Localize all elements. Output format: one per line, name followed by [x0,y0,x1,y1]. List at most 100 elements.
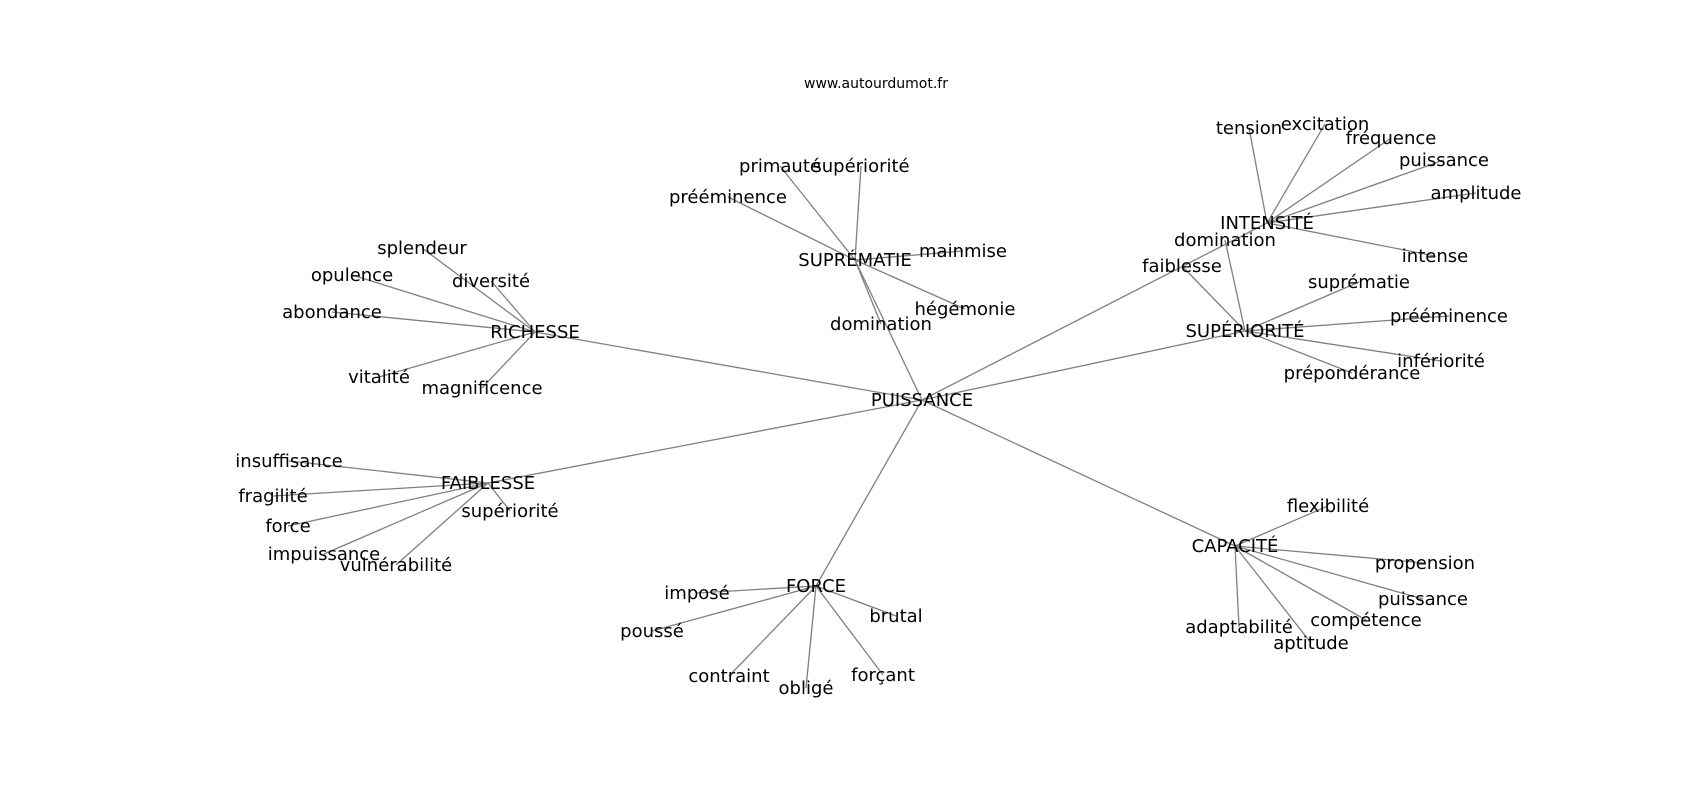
edge-3-4 [1244,330,1442,362]
edge-1-4 [854,259,966,310]
edge-6-2 [1234,545,1424,600]
node-word-3-2: suprématie [1308,272,1410,293]
node-word-5-4: forçant [851,665,915,686]
node-cluster-4: FAIBLESSE [441,473,535,494]
edge-2-5 [1266,222,1436,257]
edge-2-1 [1266,123,1326,224]
edge-4-1 [272,482,489,497]
edge-2-0 [1248,127,1268,224]
edge-center-1 [854,259,923,401]
edge-6-5 [1234,545,1240,628]
edge-1-0 [779,165,856,261]
edge-6-4 [1234,545,1312,644]
node-word-3-4: infériorité [1397,351,1485,372]
node-word-4-2: force [265,516,310,537]
node-word-1-0: primauté [739,156,821,177]
node-word-4-4: vulnérabilité [340,555,453,576]
node-word-1-2: prééminence [669,187,787,208]
edge-0-1 [351,274,536,333]
edge-2-2 [1266,137,1392,224]
edge-center-3 [921,330,1246,401]
edge-4-2 [287,482,489,527]
edge-6-1 [1234,545,1426,564]
node-word-4-3: impuissance [268,544,381,565]
graph-labels: www.autourdumot.fr PUISSANCE RICHESSE sple… [235,76,1521,699]
node-word-4-1: fragilité [238,486,307,507]
edge-center-2 [921,222,1268,401]
node-word-3-3: prééminence [1390,306,1508,327]
node-word-0-3: abondance [282,302,382,323]
edge-1-5 [854,259,882,325]
node-word-4-5: supériorité [461,501,558,522]
edge-5-3 [805,585,817,689]
node-word-6-1: propension [1375,553,1475,574]
edge-3-1 [1181,265,1246,332]
edge-4-0 [288,460,489,484]
node-word-0-2: diversité [452,271,530,292]
edge-0-3 [331,311,536,333]
node-word-5-5: brutal [869,606,922,627]
edge-center-4 [487,399,923,484]
edge-1-3 [854,250,964,261]
node-word-5-2: contraint [688,666,769,687]
node-word-6-4: aptitude [1273,633,1348,654]
node-cluster-1: SUPRÉMATIE [798,249,911,271]
node-word-4-0: insuffisance [235,451,342,472]
graph-edges [272,123,1477,689]
edge-1-2 [727,196,856,261]
node-word-6-3: compétence [1310,610,1421,631]
node-word-2-0: tension [1216,118,1282,139]
node-word-2-1: excitation [1281,114,1370,135]
node-word-0-4: vitalité [348,367,410,388]
node-word-1-5: domination [830,314,932,335]
node-word-5-1: poussé [620,621,684,642]
node-word-1-3: mainmise [919,241,1007,262]
node-cluster-6: CAPACITÉ [1192,535,1279,557]
edge-3-5 [1244,330,1353,374]
node-word-6-5: adaptabilité [1185,617,1293,638]
edge-5-5 [815,585,897,617]
edge-5-0 [696,585,817,594]
node-word-3-0: domination [1174,230,1276,251]
edge-0-5 [481,331,536,389]
edge-center-6 [921,399,1236,547]
node-word-5-3: obligé [779,678,834,699]
edge-6-0 [1234,505,1329,547]
edge-2-3 [1266,159,1445,224]
edge-5-1 [651,585,817,632]
edge-0-4 [378,331,536,378]
edge-0-2 [490,280,536,333]
edge-6-3 [1234,545,1367,621]
node-cluster-3: SUPÉRIORITÉ [1186,320,1305,342]
node-word-2-5: intense [1402,246,1468,267]
node-word-2-3: puissance [1399,150,1489,171]
node-word-6-0: flexibilité [1287,496,1369,517]
edge-5-2 [728,585,817,677]
node-word-3-1: faiblesse [1142,256,1222,277]
edge-4-5 [487,482,511,512]
edge-3-3 [1244,315,1450,332]
edge-0-0 [421,247,536,333]
edge-4-4 [395,482,489,566]
node-cluster-0: RICHESSE [490,322,580,343]
node-word-0-5: magnificence [421,378,542,399]
node-word-0-0: splendeur [377,238,467,259]
node-cluster-5: FORCE [786,576,846,597]
node-word-2-2: fréquence [1346,128,1437,149]
node-word-3-5: prépondérance [1284,363,1421,384]
node-cluster-2: INTENSITÉ [1220,212,1314,234]
edge-center-0 [534,331,923,401]
edge-3-0 [1224,239,1246,332]
node-center: PUISSANCE [871,390,973,411]
node-word-0-1: opulence [311,265,393,286]
node-word-2-4: amplitude [1431,183,1522,204]
edge-2-4 [1266,192,1477,224]
source-watermark: www.autourdumot.fr [804,76,948,92]
edge-center-5 [815,399,923,587]
node-word-1-4: hégémonie [914,299,1015,320]
node-word-5-0: imposé [664,583,729,604]
edge-1-1 [854,165,862,261]
node-word-1-1: supériorité [812,156,909,177]
edge-5-4 [815,585,884,676]
